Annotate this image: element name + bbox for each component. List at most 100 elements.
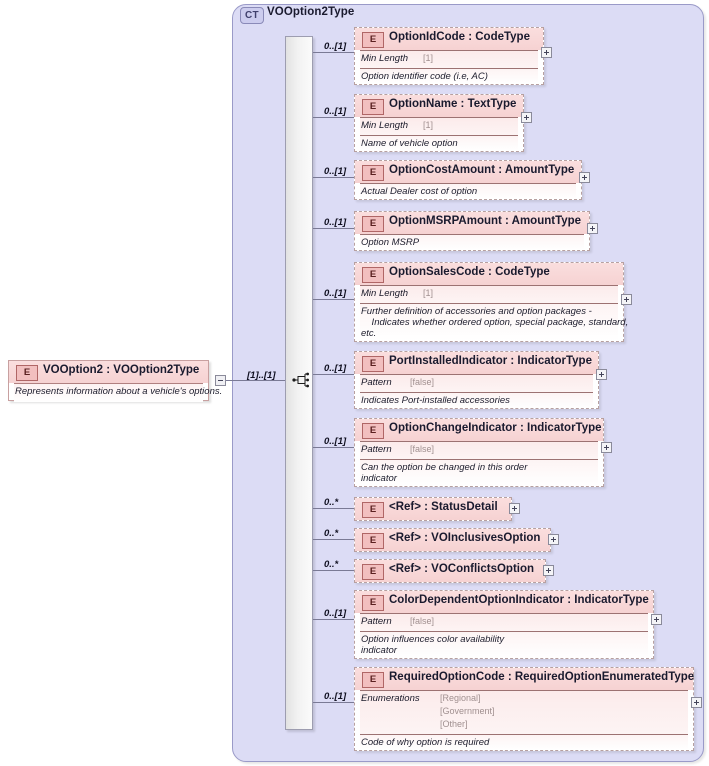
expand-plus-icon[interactable] bbox=[521, 112, 532, 123]
element-badge-icon: E bbox=[362, 216, 384, 232]
particle-connector-line bbox=[313, 702, 354, 703]
element-facet-row: Pattern [false] bbox=[360, 374, 593, 392]
element-badge-icon: E bbox=[362, 165, 384, 181]
element-title: OptionChangeIndicator : IndicatorType bbox=[389, 422, 602, 434]
particle-cardinality: 0..[1] bbox=[324, 166, 347, 177]
facet-name: Min Length bbox=[361, 288, 409, 299]
element-description-row: Option identifier code (i.e, AC) bbox=[360, 68, 538, 84]
facet-value: [1] bbox=[423, 120, 434, 130]
element-badge-icon: E bbox=[362, 533, 384, 549]
element-title: <Ref> : VOConflictsOption bbox=[389, 563, 535, 575]
element-description: Can the option be changed in this order … bbox=[361, 462, 528, 484]
particle-connector-line bbox=[313, 447, 354, 448]
element-description: Option identifier code (i.e, AC) bbox=[361, 71, 488, 82]
element-badge-icon: E bbox=[16, 365, 38, 381]
facet-value: [false] bbox=[410, 377, 435, 387]
element-description: Name of vehicle option bbox=[361, 138, 458, 149]
element-badge-icon: E bbox=[362, 423, 384, 439]
facet-name: Enumerations bbox=[361, 693, 420, 704]
particle-cardinality: 0..* bbox=[324, 497, 339, 508]
element-box[interactable]: E<Ref> : StatusDetail bbox=[354, 497, 512, 521]
element-badge-icon: E bbox=[362, 564, 384, 580]
element-box[interactable]: E <Ref> : VOConflictsOption bbox=[354, 559, 546, 583]
root-element-header: E VOOption2 : VOOption2Type bbox=[9, 361, 208, 383]
complextype-badge: CT bbox=[240, 7, 264, 24]
facet-value: [1] bbox=[423, 288, 434, 298]
particle-connector-line bbox=[313, 570, 354, 571]
element-header: E OptionMSRPAmount : AmountType bbox=[355, 212, 589, 234]
element-header: E <Ref> : VOInclusivesOption bbox=[355, 529, 550, 551]
element-description: Option influences color availability ind… bbox=[361, 634, 505, 656]
particle-connector-line bbox=[313, 299, 354, 300]
element-title: <Ref> : VOInclusivesOption bbox=[389, 532, 541, 544]
particle-cardinality: 0..[1] bbox=[324, 217, 347, 228]
element-facet-row: Min Length [1] bbox=[360, 285, 618, 303]
particle-cardinality: 0..* bbox=[324, 528, 339, 539]
element-description: Code of why option is required bbox=[361, 737, 490, 748]
expand-plus-icon[interactable] bbox=[509, 503, 520, 514]
particle-cardinality: 0..[1] bbox=[324, 288, 347, 299]
element-description-row: Actual Dealer cost of option bbox=[360, 183, 576, 199]
particle-cardinality: 0..[1] bbox=[324, 41, 347, 52]
particle-connector-line bbox=[313, 177, 354, 178]
element-description-row: Name of vehicle option bbox=[360, 135, 518, 151]
expand-plus-icon[interactable] bbox=[601, 442, 612, 453]
expand-plus-icon[interactable] bbox=[596, 369, 607, 380]
element-description: Indicates Port-installed accessories bbox=[361, 395, 510, 406]
expand-plus-icon[interactable] bbox=[541, 47, 552, 58]
facet-name: Pattern bbox=[361, 377, 392, 388]
element-description: Option MSRP bbox=[361, 237, 420, 248]
particle-connector-line bbox=[313, 619, 354, 620]
particle-cardinality: 0..[1] bbox=[324, 691, 347, 702]
expand-plus-icon[interactable] bbox=[548, 534, 559, 545]
expand-plus-icon[interactable] bbox=[579, 172, 590, 183]
sequence-compositor-icon[interactable] bbox=[292, 371, 310, 389]
element-title: ColorDependentOptionIndicator : Indicato… bbox=[389, 594, 649, 606]
element-header: E <Ref> : VOConflictsOption bbox=[355, 560, 545, 582]
facet-value: [Regional] [Government] [Other] bbox=[440, 693, 495, 729]
element-description-row: Indicates Port-installed accessories bbox=[360, 392, 593, 408]
facet-name: Min Length bbox=[361, 53, 409, 64]
element-badge-icon: E bbox=[362, 502, 384, 518]
element-description-row: Can the option be changed in this order … bbox=[360, 459, 598, 486]
particle-connector-line bbox=[313, 374, 354, 375]
element-title: OptionMSRPAmount : AmountType bbox=[389, 215, 582, 227]
element-badge-icon: E bbox=[362, 267, 384, 283]
complextype-title: VOOption2Type bbox=[267, 6, 355, 18]
element-title: RequiredOptionCode : RequiredOptionEnume… bbox=[389, 671, 695, 683]
element-description-row: Option MSRP bbox=[360, 234, 584, 250]
expand-plus-icon[interactable] bbox=[691, 697, 702, 708]
collapse-minus-icon[interactable] bbox=[215, 375, 226, 386]
root-annotation-text: Represents information about a vehicle's… bbox=[15, 386, 223, 397]
facet-name: Pattern bbox=[361, 616, 392, 627]
expand-plus-icon[interactable] bbox=[651, 614, 662, 625]
root-element-title: VOOption2 : VOOption2Type bbox=[43, 364, 200, 376]
element-badge-icon: E bbox=[362, 32, 384, 48]
root-element-annotation: Represents information about a vehicle's… bbox=[14, 383, 222, 402]
expand-plus-icon[interactable] bbox=[543, 565, 554, 576]
element-box[interactable]: E <Ref> : VOInclusivesOption bbox=[354, 528, 551, 552]
element-description: Actual Dealer cost of option bbox=[361, 186, 478, 197]
element-description-row: Option influences color availability ind… bbox=[360, 631, 648, 658]
particle-connector-line bbox=[313, 228, 354, 229]
expand-plus-icon[interactable] bbox=[587, 223, 598, 234]
expand-plus-icon[interactable] bbox=[621, 294, 632, 305]
particle-cardinality: 0..* bbox=[324, 559, 339, 570]
facet-value: [1] bbox=[423, 53, 434, 63]
root-element-voooption2[interactable]: E VOOption2 : VOOption2Type Represents i… bbox=[8, 360, 222, 402]
